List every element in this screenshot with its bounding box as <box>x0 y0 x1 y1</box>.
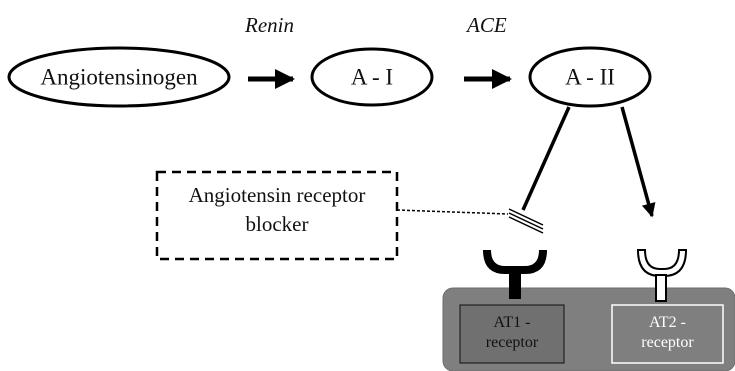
a2-ellipse <box>528 46 652 108</box>
ace-label: ACE <box>467 13 507 37</box>
blocker-label-line1: Angiotensin receptor <box>188 183 366 207</box>
blocker-dashed-line <box>396 209 509 215</box>
angiotensinogen-ellipse <box>7 46 231 108</box>
blocker-box <box>155 170 399 261</box>
at2-label-line1: AT2 - <box>649 314 686 331</box>
block-hatch <box>508 208 544 234</box>
at1-receptor-label: AT1 - receptor <box>460 313 564 353</box>
blocker-label-line2: blocker <box>245 212 309 237</box>
a2-to-at1-line <box>521 106 571 211</box>
at1-label-line1: AT1 - <box>493 314 531 331</box>
at2-receptor-icon <box>636 249 688 302</box>
at2-receptor-box <box>611 304 724 364</box>
a1-ellipse <box>310 47 434 107</box>
angiotensinogen-label: Angiotensinogen <box>40 64 198 90</box>
at1-receptor-box <box>459 304 565 364</box>
at2-receptor-label: AT2 - receptor <box>612 313 723 353</box>
renin-label: Renin <box>245 13 294 37</box>
blocker-label: Angiotensin receptor blocker <box>157 183 397 237</box>
at1-receptor-icon <box>483 250 547 299</box>
a1-label: A - I <box>350 64 394 90</box>
a2-to-at2-arrow <box>620 106 656 218</box>
a2-label: A - II <box>565 64 615 90</box>
at1-label-line2: receptor <box>485 334 539 351</box>
at2-label-line2: receptor <box>641 334 694 351</box>
